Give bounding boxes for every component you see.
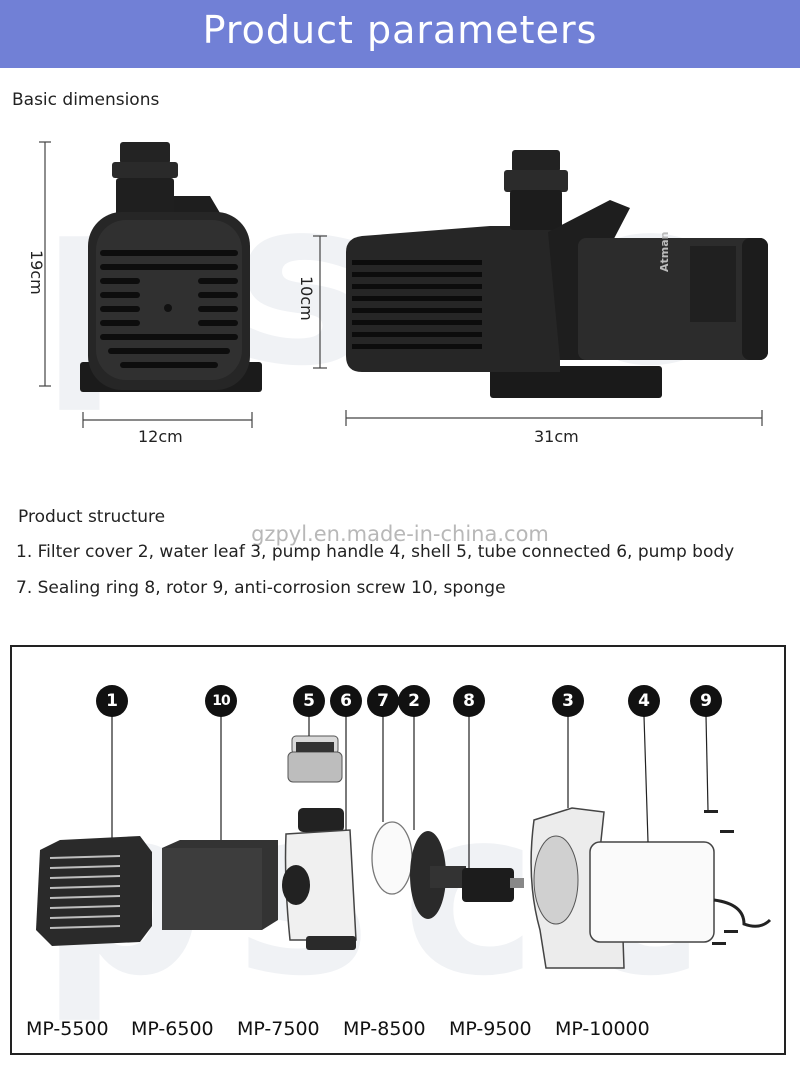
pump-brand-label: Atman bbox=[658, 231, 671, 273]
header-banner: Product parameters bbox=[0, 0, 800, 68]
model-name: MP-5500 bbox=[26, 1018, 109, 1040]
product-structure-title: Product structure bbox=[18, 507, 166, 527]
callout-5: 5 bbox=[293, 685, 325, 717]
callout-9: 9 bbox=[690, 685, 722, 717]
callout-10: 10 bbox=[205, 685, 237, 717]
callout-4: 4 bbox=[628, 685, 660, 717]
callout-1: 1 bbox=[96, 685, 128, 717]
background-letters-lower: pscc bbox=[40, 760, 735, 1027]
callout-7: 7 bbox=[367, 685, 399, 717]
model-name: MP-7500 bbox=[237, 1018, 320, 1040]
model-name: MP-10000 bbox=[555, 1018, 650, 1040]
page-title: Product parameters bbox=[202, 8, 598, 52]
front-width-label: 12cm bbox=[138, 427, 183, 446]
callout-3: 3 bbox=[552, 685, 584, 717]
callout-6: 6 bbox=[330, 685, 362, 717]
front-height-label: 19cm bbox=[27, 250, 46, 295]
model-name: MP-8500 bbox=[343, 1018, 426, 1040]
side-height-label: 10cm bbox=[297, 276, 316, 321]
exploded-diagram-frame bbox=[10, 645, 786, 1055]
structure-parts-line-2: 7. Sealing ring 8, rotor 9, anti-corrosi… bbox=[16, 578, 506, 598]
background-letters: pscc bbox=[40, 150, 735, 417]
callout-2: 2 bbox=[398, 685, 430, 717]
watermark-text: gzpyl.en.made-in-china.com bbox=[251, 522, 549, 546]
side-length-label: 31cm bbox=[534, 427, 579, 446]
model-name: MP-6500 bbox=[131, 1018, 214, 1040]
model-name: MP-9500 bbox=[449, 1018, 532, 1040]
callout-8: 8 bbox=[453, 685, 485, 717]
structure-parts-line-1: 1. Filter cover 2, water leaf 3, pump ha… bbox=[16, 542, 735, 562]
basic-dimensions-label: Basic dimensions bbox=[12, 90, 160, 110]
